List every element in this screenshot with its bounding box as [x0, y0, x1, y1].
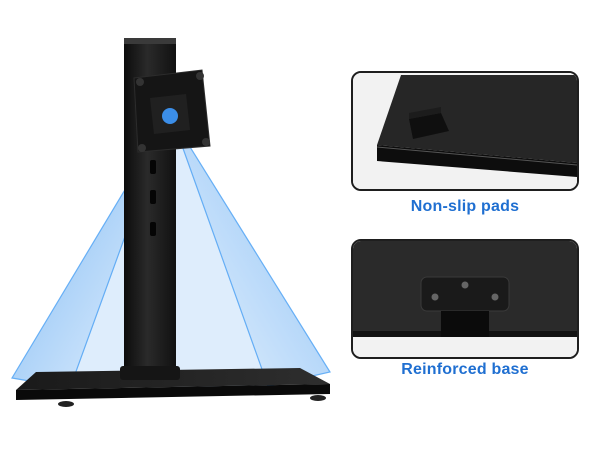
non-slip-pads-label: Non-slip pads: [410, 198, 520, 215]
monitor-stand-illustration: [11, 38, 331, 407]
non-slip-pad-closeup-frame: [351, 71, 579, 191]
non-slip-pad-closeup: [353, 73, 577, 189]
reinforced-plate-closeup: [353, 241, 577, 357]
base-plate-front: [16, 384, 330, 400]
vesa-mount: [133, 69, 211, 153]
reinforced-base-label: Reinforced base: [401, 361, 529, 378]
pole-collar: [120, 366, 180, 380]
reinforced-plate-closeup-frame: [351, 239, 579, 359]
